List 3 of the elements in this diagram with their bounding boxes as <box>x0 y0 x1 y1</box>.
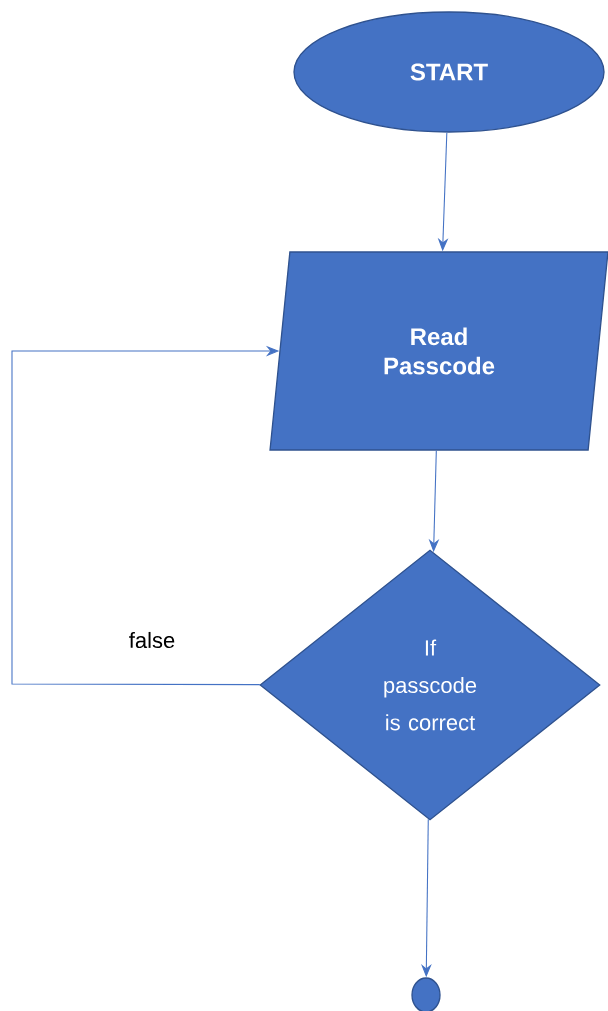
input-parallelogram: Read Passcode <box>269 251 608 451</box>
edge-label: false <box>127 630 177 650</box>
end-circle <box>411 977 441 1011</box>
